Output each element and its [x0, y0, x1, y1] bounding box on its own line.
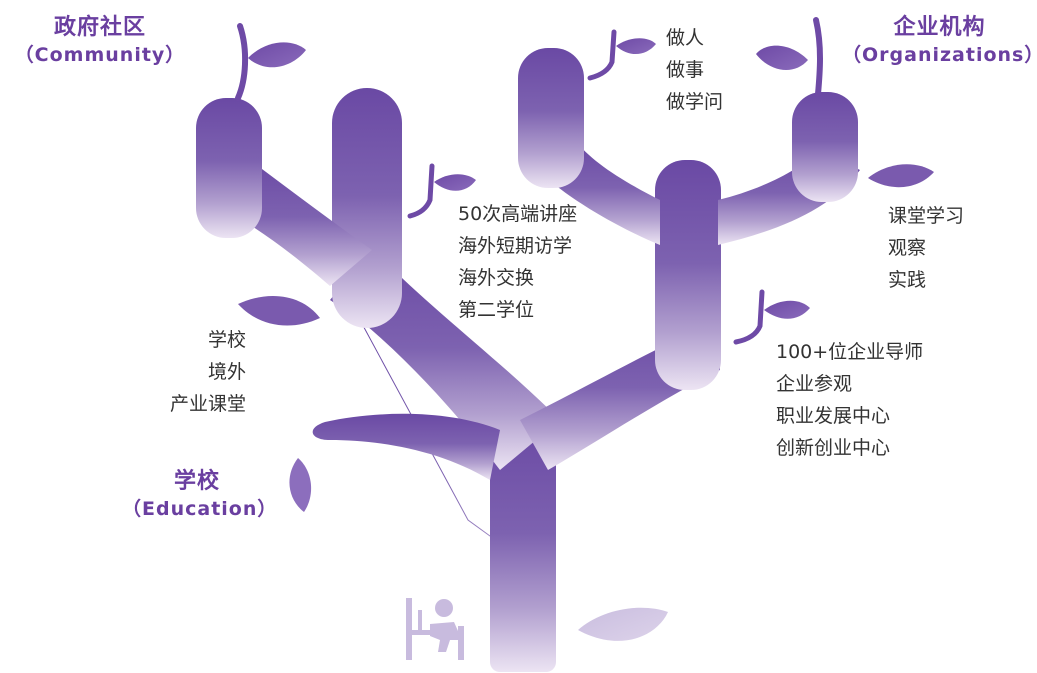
leaf-icon — [764, 300, 810, 319]
sprout-icon — [813, 17, 823, 97]
leaf-icon — [434, 174, 476, 191]
list-item: 海外短期访学 — [458, 235, 573, 257]
list-item: 产业课堂 — [169, 393, 246, 415]
sprout-icon — [733, 289, 765, 345]
community-subtitle: （Community） — [14, 43, 186, 66]
leaf-icon — [756, 45, 808, 71]
list-item: 企业参观 — [776, 373, 853, 395]
list-item: 海外交换 — [458, 267, 535, 289]
education-subtitle: （Education） — [122, 497, 278, 520]
leaf-icon — [868, 164, 934, 188]
list-item: 第二学位 — [458, 299, 535, 321]
leaf-icon — [248, 42, 306, 68]
community-title: 政府社区 — [53, 15, 146, 40]
student-desk-icon — [406, 598, 464, 660]
list-item: 100+位企业导师 — [776, 341, 924, 363]
middle-right-list: 100+位企业导师 企业参观 职业发展中心 创新创业中心 — [776, 336, 923, 464]
list-item: 境外 — [207, 361, 246, 383]
organizations-subtitle: （Organizations） — [842, 43, 1037, 66]
sprout-icon — [587, 29, 617, 81]
leaf-icon — [289, 458, 312, 512]
leaf-icon — [238, 295, 320, 326]
top-center-list: 做人 做事 做学问 — [666, 22, 723, 118]
sprout-icon — [407, 163, 435, 219]
list-item: 学校 — [207, 329, 246, 351]
organizations-title: 企业机构 — [893, 15, 986, 40]
community-list: 学校 境外 产业课堂 — [140, 324, 246, 420]
organizations-title-block: 企业机构 （Organizations） — [842, 14, 1037, 67]
list-item: 50次高端讲座 — [458, 203, 578, 225]
leaf-icon — [616, 38, 656, 55]
middle-left-list: 50次高端讲座 海外短期访学 海外交换 第二学位 — [458, 198, 577, 326]
list-item: 创新创业中心 — [776, 437, 891, 459]
community-title-block: 政府社区 （Community） — [8, 14, 192, 67]
education-title-block: 学校 （Education） — [122, 468, 278, 521]
list-item: 实践 — [888, 269, 927, 291]
list-item: 课堂学习 — [888, 205, 965, 227]
list-item: 做事 — [666, 59, 705, 81]
list-item: 观察 — [888, 237, 927, 259]
list-item: 做人 — [666, 27, 705, 49]
list-item: 职业发展中心 — [776, 405, 891, 427]
sprout-icon — [235, 23, 249, 101]
leaf-icon — [578, 607, 668, 641]
list-item: 做学问 — [666, 91, 724, 113]
organizations-list: 课堂学习 观察 实践 — [888, 200, 964, 296]
tree-trunk — [196, 48, 860, 672]
education-title: 学校 — [173, 469, 220, 494]
